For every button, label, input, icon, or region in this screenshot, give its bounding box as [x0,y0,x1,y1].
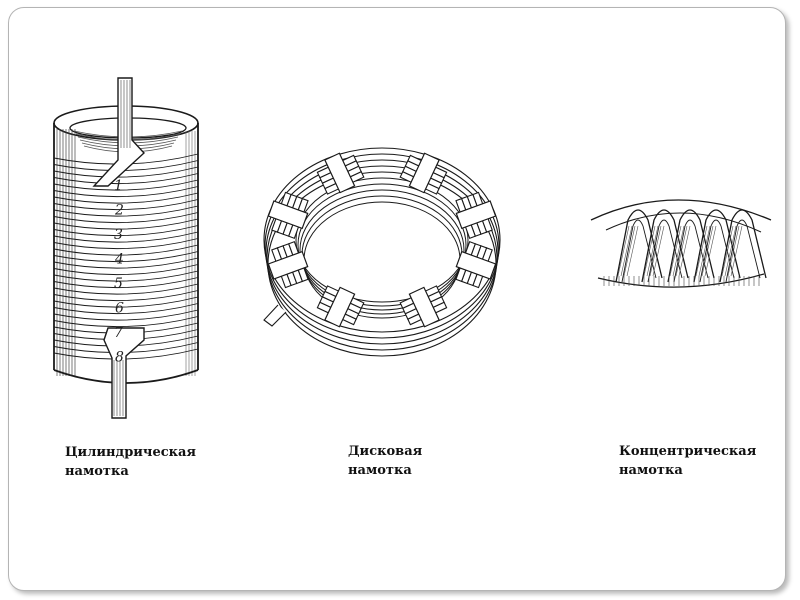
caption-cylindrical: Цилиндрическая намотка [65,443,196,481]
caption-concentric-line1: Концентрическая [619,444,757,459]
caption-concentric-line2: намотка [619,463,683,478]
caption-concentric: Концентрическая намотка [619,442,756,480]
cylindrical-winding-drawing: 1 2 3 4 5 6 7 8 [53,77,199,419]
turn-number-1: 1 [114,178,123,194]
turn-number-5: 5 [114,276,123,292]
caption-disc: Дисковая намотка [348,442,422,480]
disc-winding-drawing [263,147,501,357]
turn-number-7: 7 [114,325,123,341]
turn-number-8: 8 [115,350,124,366]
caption-disc-line2: намотка [348,463,412,478]
slide-frame [8,7,786,591]
turn-number-4: 4 [114,252,124,268]
caption-disc-line1: Дисковая [348,444,423,459]
caption-cylindrical-line2: намотка [65,464,129,479]
concentric-winding-drawing [590,199,772,288]
turn-number-2: 2 [114,203,124,219]
turn-number-6: 6 [115,301,124,317]
caption-cylindrical-line1: Цилиндрическая [65,445,197,460]
turn-number-3: 3 [114,227,123,243]
